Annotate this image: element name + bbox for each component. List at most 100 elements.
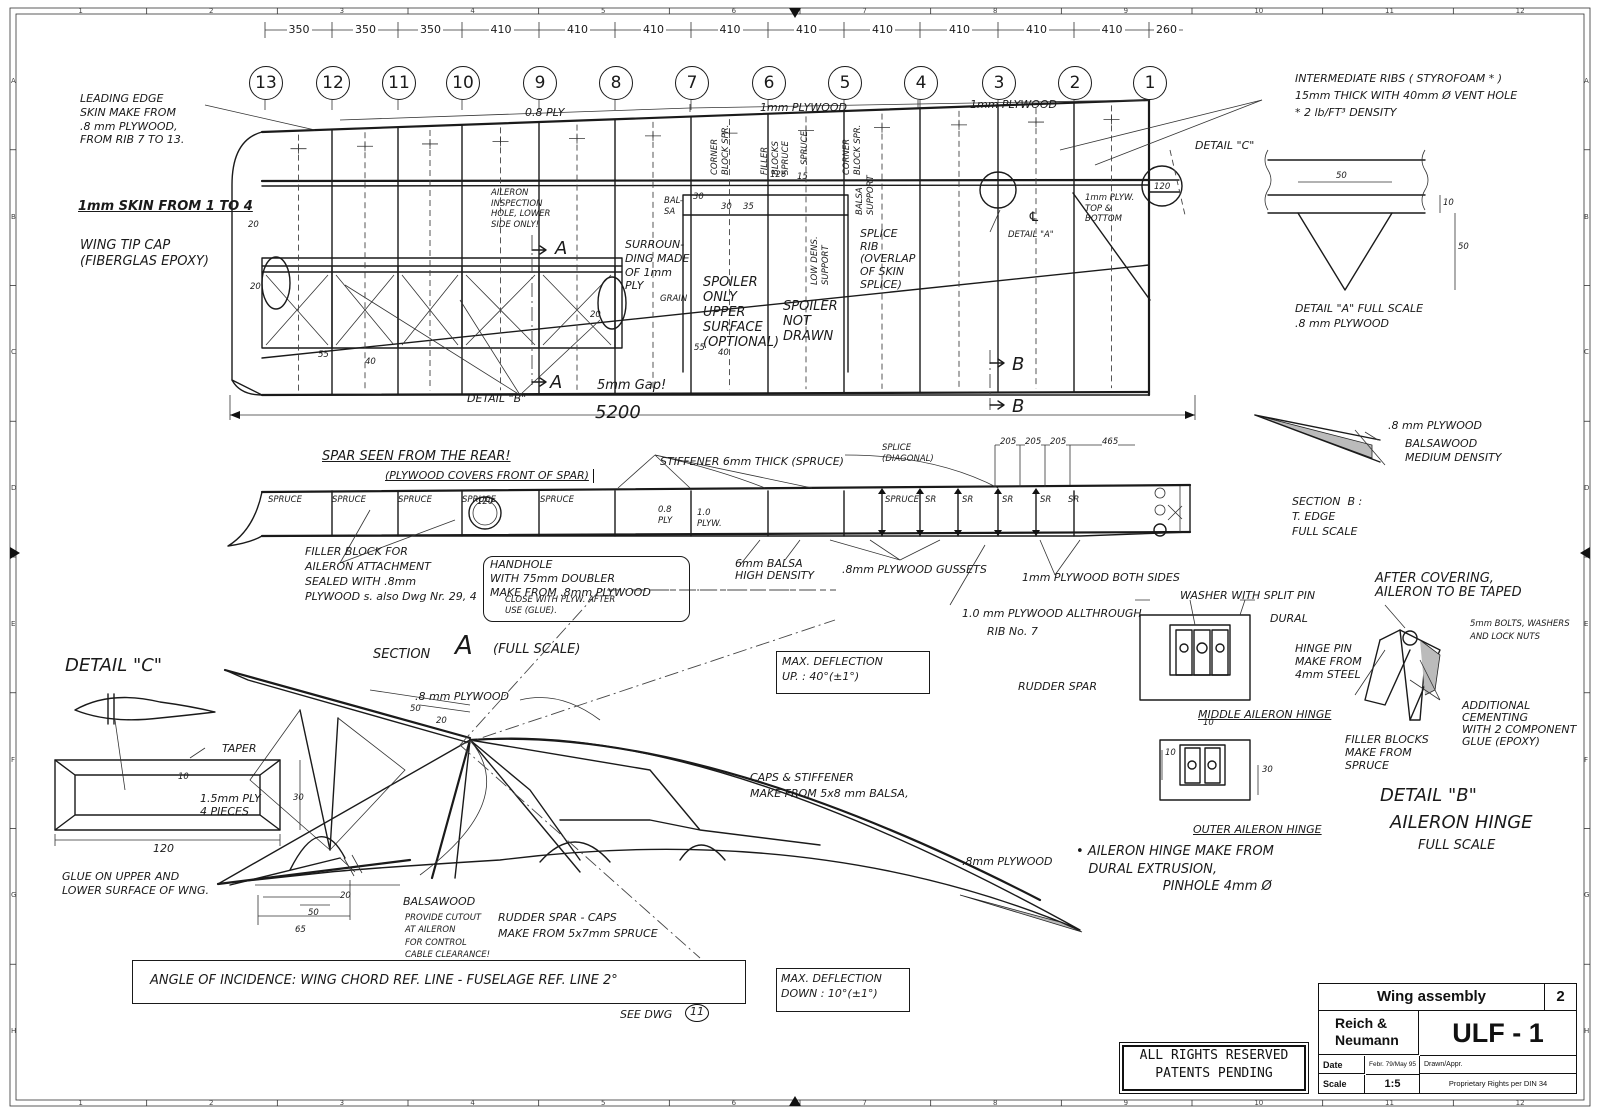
title-block-title: Wing assembly	[1319, 984, 1545, 1011]
grid-row-left-A: A	[11, 76, 16, 85]
top-dim-6: 410	[717, 23, 743, 36]
rudder-spar-note: RUDDER SPAR	[1018, 680, 1097, 693]
section-a-dim-20b: 20	[340, 891, 351, 901]
intermediate-rib-leader-2	[1094, 99, 1263, 166]
spar-sr-1: SR	[962, 495, 974, 505]
section-b-letter-bottom: B	[1012, 396, 1025, 417]
rib-number-7: 7	[675, 66, 709, 100]
rudder-caps-note: RUDDER SPAR - CAPS MAKE FROM 5x7mm SPRUC…	[498, 911, 658, 940]
section-a-ply2: .8mm PLYWOOD	[962, 855, 1053, 868]
section-b-balsa: BALSAWOOD MEDIUM DENSITY	[1405, 437, 1502, 464]
top-dim-0: 350	[286, 23, 312, 36]
rib-number-3: 3	[982, 66, 1016, 100]
spar-sr-3: SR	[1040, 495, 1052, 505]
max-down-note: MAX. DEFLECTION DOWN : 10°(±1°)	[781, 972, 882, 1001]
grid-col-top-7: 7	[862, 7, 867, 15]
washer-note: WASHER WITH SPLIT PIN	[1180, 589, 1316, 602]
glue-note: GLUE ON UPPER AND LOWER SURFACE OF WNG.	[62, 870, 210, 897]
grid-col-top-2: 2	[209, 7, 214, 15]
aileron-bracing	[265, 265, 616, 349]
section-a-dim-50: 50	[410, 704, 421, 714]
grid-col-top-1: 1	[78, 7, 83, 15]
rib-number-11: 11	[382, 66, 416, 100]
section-a-upper-skin-raised	[223, 668, 472, 740]
handhole-box	[483, 556, 690, 622]
dim-55: 55	[318, 350, 329, 360]
scale-value: 1:5	[1366, 1075, 1420, 1093]
caps-note: CAPS & STIFFENER MAKE FROM 5x8 mm BALSA,	[750, 771, 909, 800]
dim-55b: 55	[694, 343, 705, 353]
grid-col-top-4: 4	[470, 7, 475, 15]
detail-a-dim-50b: 50	[1458, 242, 1469, 252]
rib-number-12: 12	[316, 66, 350, 100]
scale-label: Scale	[1319, 1075, 1365, 1093]
dim-20a: 20	[248, 220, 259, 230]
stiffener-note: STIFFENER 6mm THICK (SPRUCE)	[660, 455, 844, 468]
spar-sr-0: SR	[925, 495, 937, 505]
top-dim-5: 410	[641, 23, 666, 36]
rights-note: Proprietary Rights per DIN 34	[1448, 1079, 1548, 1088]
dim-20c: 20	[590, 310, 601, 320]
handhole-dim: 120	[477, 497, 494, 507]
splice-rib-note: SPLICE RIB (OVERLAP OF SKIN SPLICE)	[860, 227, 916, 291]
section-b-view	[1254, 414, 1386, 466]
dim-15: 15	[797, 172, 808, 182]
root-fitting	[1148, 179, 1180, 193]
grid-col-bottom-8: 8	[993, 1099, 998, 1107]
aileron-hinge-line	[261, 264, 1150, 359]
section-a-upper-cap	[468, 737, 1042, 902]
handhole-note: HANDHOLE WITH 75mm DOUBLER MAKE FROM .8m…	[490, 558, 651, 599]
grid-row-left-D: D	[11, 484, 17, 493]
top-dim-11: 410	[1099, 23, 1125, 36]
dim-20b: 20	[250, 282, 261, 292]
grid-row-right-C: C	[1584, 348, 1589, 357]
grid-col-top-8: 8	[993, 7, 998, 15]
root-centerline	[1169, 149, 1186, 216]
top-bottom-note: 1mm PLYW. TOP & BOTTOM	[1085, 193, 1135, 225]
leading-edge-leader	[204, 104, 316, 131]
max-down-line	[459, 744, 701, 959]
spar-sr-2: SR	[1002, 495, 1014, 505]
detail-c-dim-120: 120	[153, 842, 174, 855]
grid-col-bottom-11: 11	[1385, 1099, 1394, 1107]
spar-dim-1: 205	[1025, 437, 1042, 448]
center-mark-left	[10, 547, 20, 559]
max-up-box	[776, 651, 930, 694]
intermediate-rib-leader-1	[1059, 99, 1263, 151]
grid-col-bottom-9: 9	[1123, 1099, 1129, 1107]
skin-1mm-note: 1mm SKIN FROM 1 TO 4	[78, 199, 253, 214]
grid-col-top-11: 11	[1385, 7, 1394, 15]
detail-a-profile	[1297, 212, 1393, 291]
allthrough-note: 1.0 mm PLYWOOD ALLTHROUGH	[962, 607, 1142, 620]
spar-dim-0: 205	[1000, 437, 1017, 448]
spar-sr-4: SR	[1068, 495, 1080, 505]
root-brace	[1072, 192, 1151, 301]
max-up-note: MAX. DEFLECTION UP. : 40°(±1°)	[782, 655, 883, 684]
grid-col-top-12: 12	[1515, 7, 1525, 15]
grid-row-right-E: E	[1584, 619, 1589, 628]
detail-c-dim-30: 30	[293, 793, 304, 803]
grid-row-left-F: F	[11, 755, 16, 764]
grid-row-right-A: A	[1584, 76, 1589, 85]
outer-hinge-view	[1159, 739, 1259, 801]
grid-col-bottom-2: 2	[209, 1099, 214, 1107]
max-down-box	[776, 968, 910, 1012]
ply-08-label: 0.8 PLY	[525, 106, 565, 119]
spar-view	[227, 444, 1192, 606]
detail-a-ref: DETAIL "A"	[1008, 230, 1054, 240]
rib-number-2: 2	[1058, 66, 1092, 100]
grid-col-bottom-3: 3	[339, 1099, 345, 1107]
dural-note: DURAL	[1270, 612, 1308, 625]
dim-40: 40	[365, 357, 376, 367]
section-b-letter-top: B	[1012, 354, 1025, 375]
hinge-dim-10: 10	[1203, 718, 1214, 728]
section-a-arrow-top	[531, 245, 547, 255]
dim-30b: 30	[721, 202, 732, 212]
spar-spruce-1: SPRUCE	[332, 495, 366, 505]
wing-tip-cap	[231, 131, 263, 396]
top-dim-8: 410	[870, 23, 895, 36]
center-mark-right	[1580, 547, 1590, 559]
center-mark-top	[789, 8, 801, 18]
grid-col-bottom-10: 10	[1254, 1099, 1264, 1107]
grid-row-left-B: B	[11, 212, 16, 221]
